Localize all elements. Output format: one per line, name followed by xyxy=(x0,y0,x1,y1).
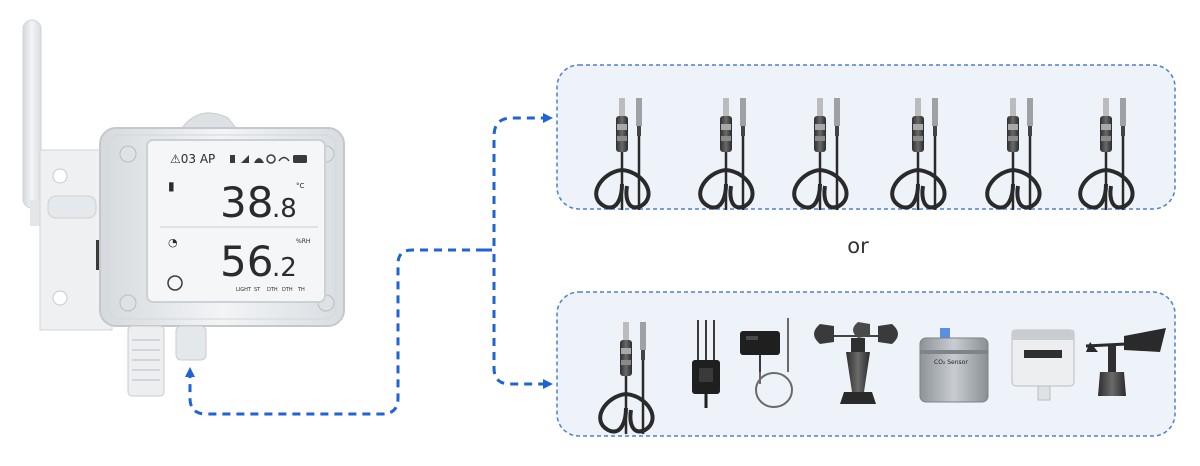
arrow-to-top-panel xyxy=(484,113,553,252)
mode-labels: LIGHT ST DTH DTH TH xyxy=(236,287,305,293)
mode-label: DTH xyxy=(282,287,293,293)
thermometer-icon: ▮ xyxy=(168,179,175,193)
temperature-value: 38 xyxy=(220,178,273,227)
soil-sensor xyxy=(692,320,720,408)
pressure-sensor xyxy=(1011,329,1075,401)
built-in-probe xyxy=(127,325,165,397)
wind-speed-sensor xyxy=(814,322,898,404)
mode-label: ST xyxy=(254,287,261,293)
mounting-bracket xyxy=(39,149,113,331)
arrow-to-bottom-panel xyxy=(484,248,553,389)
humidity-value: 56 xyxy=(220,237,273,286)
mode-label: LIGHT xyxy=(236,287,252,293)
wind-direction-sensor xyxy=(1085,328,1166,396)
connection-arrows xyxy=(185,113,553,416)
sensor-panel-bottom: CO₂ Sensor xyxy=(556,291,1176,437)
lcd-screen xyxy=(146,139,326,303)
humidity-decimal: .2 xyxy=(272,253,297,283)
cable-gland xyxy=(175,325,207,361)
alarm-indicator: ⚠03 AP xyxy=(170,152,215,166)
co2-sensor-label: CO₂ Sensor xyxy=(934,359,968,366)
temperature-unit: °C xyxy=(296,182,305,190)
arrow-to-device xyxy=(185,248,484,416)
mode-label: DTH xyxy=(267,287,278,293)
humidity-icon: ◔ xyxy=(168,236,178,249)
temperature-decimal: .8 xyxy=(272,194,297,224)
mode-label: TH xyxy=(297,287,305,293)
sensor-panel-top xyxy=(556,64,1176,212)
thermocouple-sensor xyxy=(740,318,793,408)
status-icons xyxy=(230,154,307,164)
or-separator: or xyxy=(847,234,869,258)
power-icon xyxy=(167,275,183,291)
antenna xyxy=(22,19,42,209)
co2-sensor: CO₂ Sensor xyxy=(919,328,989,403)
gateway-device: ⚠03 AP ▮ 38 .8 °C ◔ 56 .2 %RH LIGHT ST D… xyxy=(22,19,345,397)
humidity-unit: %RH xyxy=(296,238,310,245)
